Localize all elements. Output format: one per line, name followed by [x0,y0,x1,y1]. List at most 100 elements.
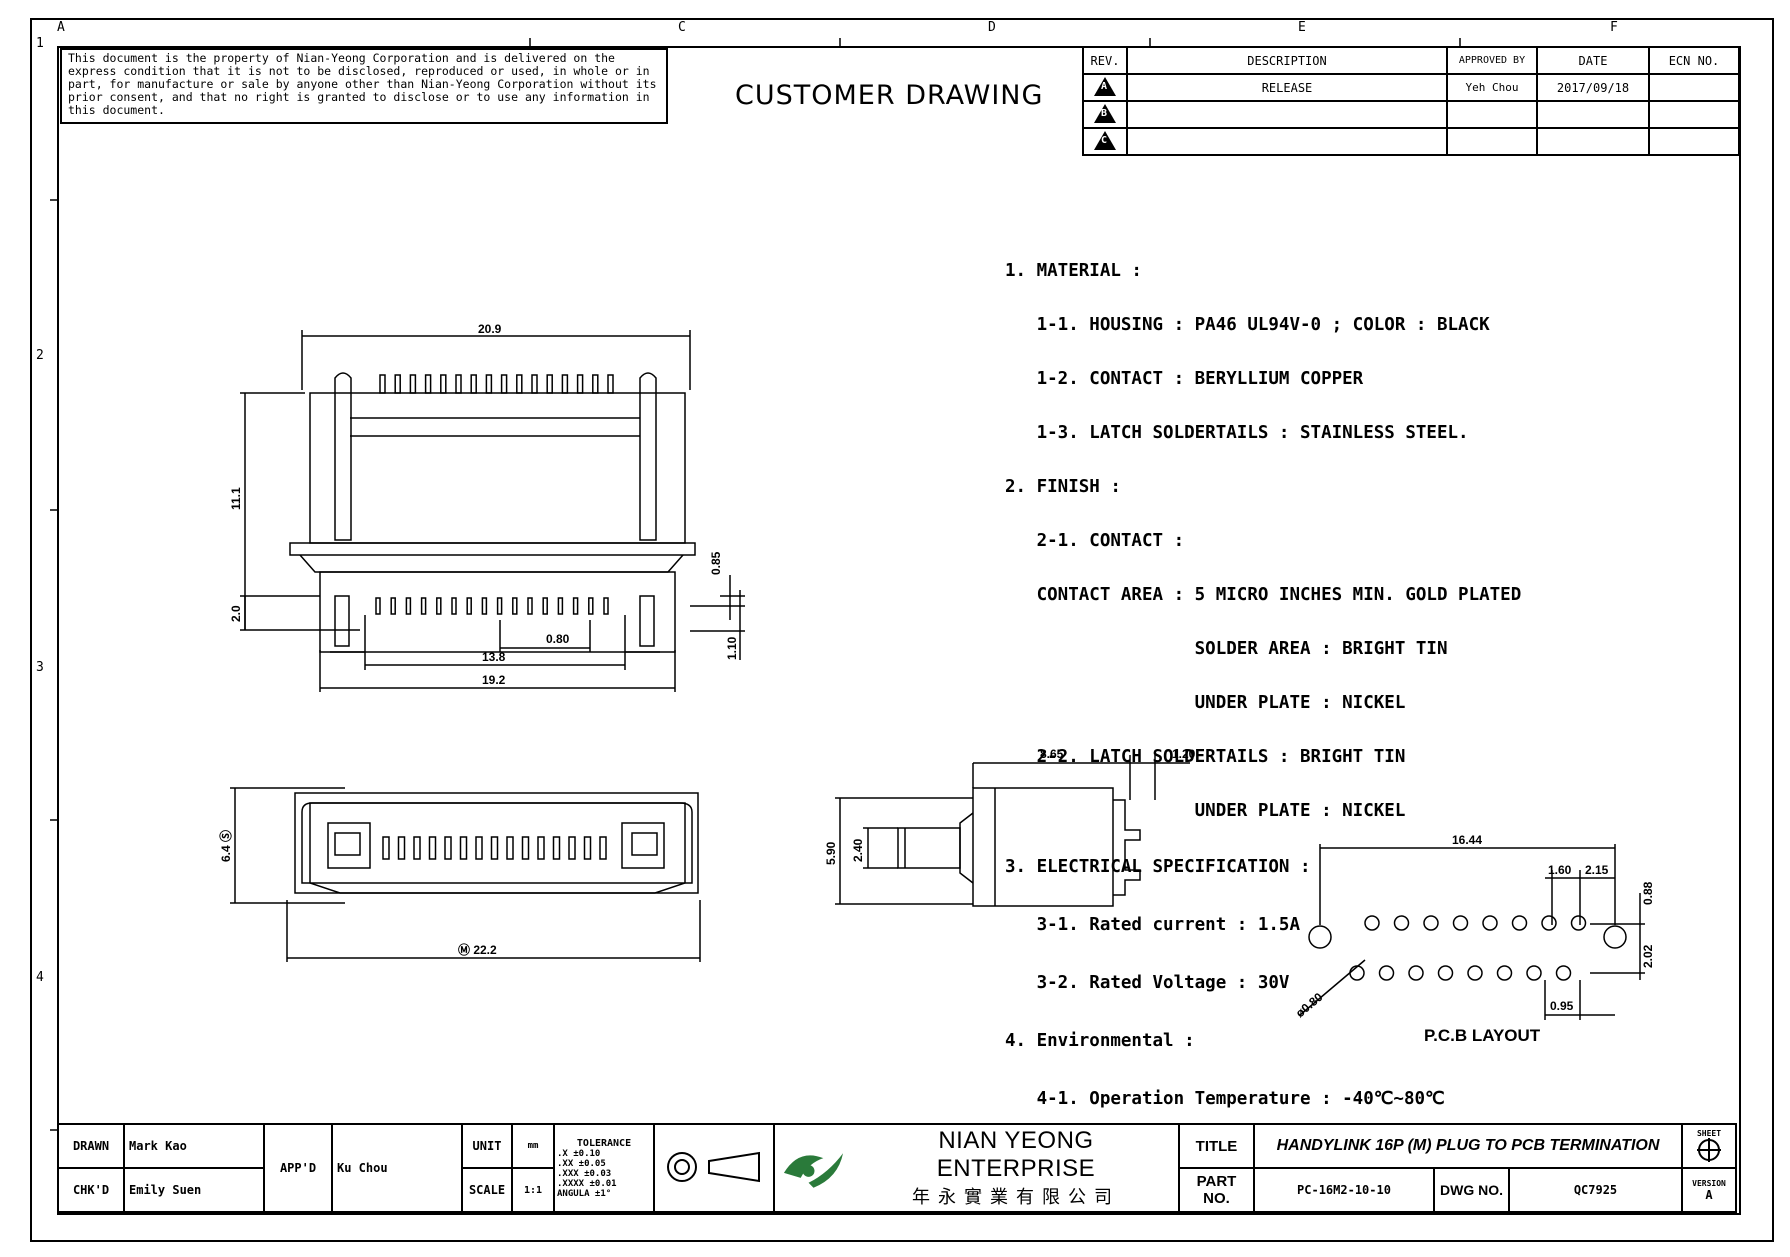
contact-pin [490,836,499,860]
pcb-hole [1482,915,1498,931]
rev-description [1126,100,1448,129]
pcb-hole [1526,965,1542,981]
contact-pin [485,374,493,394]
note-line: 1-1. HOUSING : PA46 UL94V-0 ; COLOR : BL… [1005,315,1490,335]
sheet-label: SHEET [1696,1128,1722,1138]
contact-tail [420,597,427,615]
tolerance-row: .XXXX ±0.01 [557,1178,617,1189]
pcb-hole [1555,965,1572,981]
scale-value: 1:1 [511,1167,555,1213]
dim-label: 0.88 [1641,881,1655,905]
contact-pin [394,374,401,394]
dim-label: 19.2 [482,673,506,687]
note-line: 1. MATERIAL : [1005,261,1142,281]
title-label: TITLE [1178,1123,1255,1169]
row-number: 4 [36,970,44,985]
confidentiality-notice: This document is the property of Nian-Ye… [60,48,668,124]
tolerance-cell: TOLERANCE .X ±0.10 .XX ±0.05 .XXX ±0.03 … [553,1123,655,1213]
dim-label: 0.80 [546,632,570,646]
column-letter: E [1298,20,1306,35]
dim-label: 20.9 [478,322,502,336]
bottom-view [230,787,701,962]
projection-symbol-icon [653,1123,775,1213]
contact-tail [436,597,442,615]
description-header: DESCRIPTION [1126,46,1448,75]
pcb-hole [1467,965,1483,981]
contact-tail [542,597,548,615]
note-line: 1-2. CONTACT : BERYLLIUM COPPER [1005,369,1364,389]
contact-pin [599,836,607,860]
tolerance-row: .XX ±0.05 [557,1158,606,1169]
contact-tail [390,597,396,615]
note-line: 2-1. CONTACT : [1005,531,1185,551]
rev-c-cell: C [1082,127,1128,156]
pcb-layout-caption: P.C.B LAYOUT [1424,1026,1541,1045]
revision-triangle-icon: B [1094,103,1116,123]
part-label: PART NO. [1178,1167,1255,1213]
contact-pin [413,836,421,860]
rev-date: 2017/09/18 [1536,73,1650,102]
dim-label: 0.85 [709,551,723,575]
contact-pin [568,836,576,860]
drawn-label: DRAWN [57,1123,125,1169]
contact-pin [459,836,468,860]
company-cell: NIAN YEONG ENTERPRISE 年永實業有限公司 [773,1123,1180,1213]
pcb-hole [1541,915,1557,931]
pcb-hole [1349,965,1365,981]
dim-label: 2.0 [229,605,243,622]
row-number: 3 [36,660,44,675]
rev-description: RELEASE [1126,73,1448,102]
dwg-label: DWG NO. [1433,1167,1510,1213]
inner-border [57,46,1741,1215]
dim-label: 16.44 [1452,833,1482,847]
pcb-hole [1364,915,1380,931]
title-block: DRAWN Mark Kao APP'D Ku Chou UNIT mm TOL… [57,1123,1737,1213]
rev-ecn [1648,127,1740,156]
dim-label: 2.02 [1641,944,1655,968]
contact-pin [382,836,390,860]
note-line: 2-2. LATCH SOLDERTAILS : BRIGHT TIN [1005,747,1406,767]
side-view [835,755,1190,907]
dim-label: 8.65 [1040,747,1064,761]
drawing-title: CUSTOMER DRAWING [735,80,1044,111]
contact-pin [409,374,417,394]
rev-b-cell: B [1082,100,1128,129]
outer-border [30,18,1774,1242]
version-cell: VERSION A [1681,1167,1737,1213]
dim-label: 1.60 [1548,863,1572,877]
version-label: VERSION [1692,1178,1726,1188]
row-number: 2 [36,348,44,363]
note-line: 3. ELECTRICAL SPECIFICATION : [1005,857,1311,877]
front-view [240,330,745,692]
pcb-hole [1408,965,1424,981]
contact-tail [405,597,412,615]
dim-label: 2.15 [1585,863,1609,877]
part-value: PC-16M2-10-10 [1253,1167,1435,1213]
column-letter: C [678,20,686,35]
rev-approved [1446,127,1538,156]
rev-date [1536,127,1650,156]
contact-tail [572,597,579,615]
contact-pin [455,374,462,394]
rev-date [1536,100,1650,129]
contact-pin [444,836,452,860]
dim-label: 2.40 [851,838,865,862]
dim-label: 6.4 Ⓢ [218,830,233,862]
dim-label: 1.20 [1172,747,1196,761]
sheet-cell: SHEET [1681,1123,1737,1169]
tolerance-row: .XXX ±0.03 [557,1168,612,1179]
pcb-hole [1496,965,1513,981]
contact-pin [583,836,592,860]
contact-pin [440,374,447,394]
dwg-value: QC7925 [1508,1167,1683,1213]
appd-value: Ku Chou [331,1123,463,1213]
dim-label: ø0.80 [1293,990,1326,1021]
contact-tail [527,597,533,615]
rev-description [1126,127,1448,156]
contact-tail [481,597,488,615]
contact-tail [451,597,457,615]
note-line: CONTACT AREA : 5 MICRO INCHES MIN. GOLD … [1005,585,1522,605]
scale-label: SCALE [461,1167,513,1213]
contact-pin [500,374,508,394]
contact-pin [521,836,530,860]
